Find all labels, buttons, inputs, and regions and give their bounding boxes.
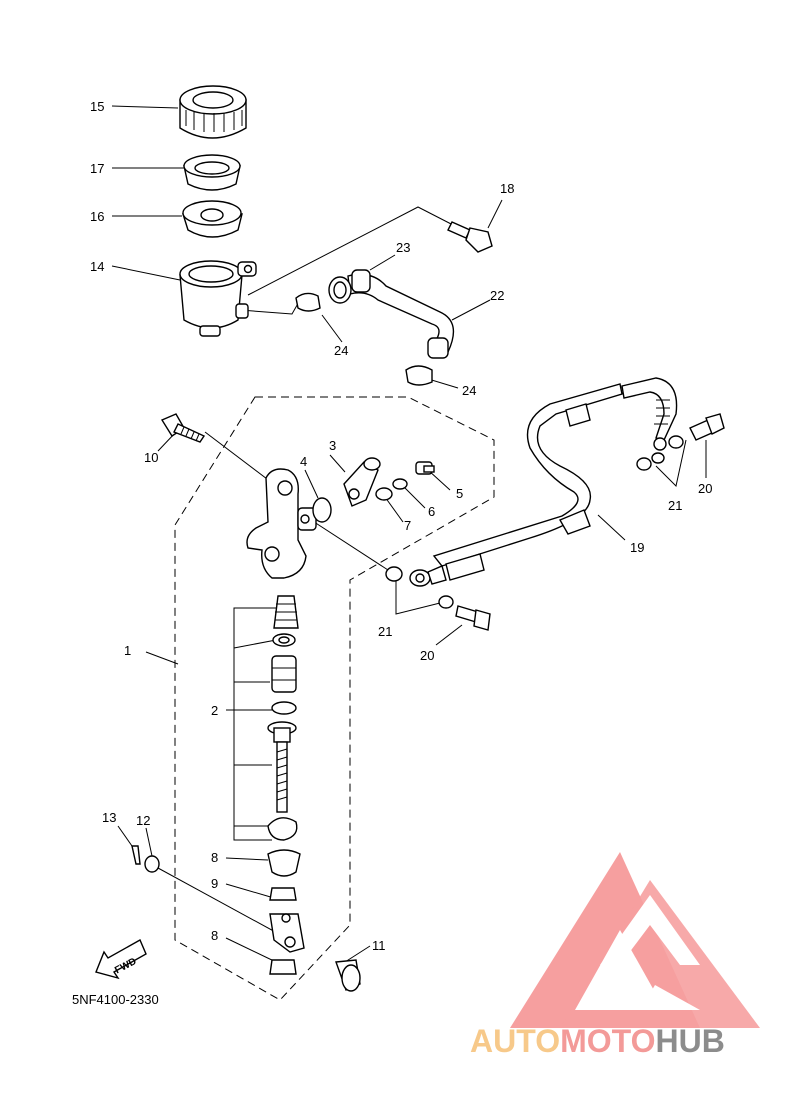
watermark-auto: AUTO: [470, 1023, 560, 1059]
bolt-18: [447, 221, 493, 253]
brake-hose: [409, 377, 678, 587]
callout-15: 15: [90, 99, 104, 114]
callout-13: 13: [102, 810, 116, 825]
piston: [271, 655, 297, 693]
hose-clip-lower: [405, 365, 433, 386]
reservoir-cap: [179, 85, 247, 139]
assembly-outline: [174, 396, 495, 1001]
union-bolt-upper: [689, 413, 725, 441]
washer-21-lower-b: [438, 595, 454, 609]
bolt-10: [160, 413, 206, 443]
watermark-moto: MOTO: [560, 1023, 655, 1059]
washer-21-lower-a: [385, 566, 403, 582]
callout-8a: 8: [211, 850, 218, 865]
callout-22: 22: [490, 288, 504, 303]
callout-8b: 8: [211, 928, 218, 943]
screw-5: [415, 461, 435, 475]
boot: [267, 849, 301, 877]
callout-7: 7: [404, 518, 411, 533]
callout-11: 11: [372, 938, 386, 953]
diaphragm: [182, 200, 243, 238]
nut-9: [269, 887, 297, 901]
cup-seal: [272, 633, 296, 647]
watermark-text: AUTOMOTOHUB: [470, 1023, 725, 1059]
clevis-pin: [335, 959, 361, 992]
callout-24a: 24: [334, 343, 348, 358]
callout-10: 10: [144, 450, 158, 465]
o-ring: [312, 497, 332, 523]
circlip: [267, 817, 298, 841]
callout-16: 16: [90, 209, 104, 224]
callout-14: 14: [90, 259, 104, 274]
callout-19: 19: [630, 540, 644, 555]
callout-3: 3: [329, 438, 336, 453]
cotter-pin: [131, 845, 141, 865]
callout-labels: 15 17 16 14 18 23 22 24 24 10 3 4 5 6 7 …: [72, 99, 712, 1007]
union-bolt-lower: [455, 605, 491, 631]
callout-12: 12: [136, 813, 150, 828]
callout-17: 17: [90, 161, 104, 176]
washer-7: [375, 487, 393, 501]
leader-lines: [111, 105, 707, 963]
clevis: [269, 913, 305, 953]
washer-6: [392, 478, 408, 490]
callout-21b: 21: [378, 624, 392, 639]
diagram-code: 5NF4100-2330: [72, 992, 159, 1007]
reservoir-hose: [328, 269, 455, 359]
reservoir-tank: [179, 260, 257, 337]
callout-23: 23: [396, 240, 410, 255]
washer-21-upper-b: [668, 435, 684, 449]
diaphragm-holder: [183, 154, 241, 191]
watermark-hub: HUB: [655, 1023, 724, 1059]
callout-20b: 20: [420, 648, 434, 663]
washer-21-upper-a: [636, 457, 652, 471]
seal-2: [271, 701, 297, 715]
callout-20a: 20: [698, 481, 712, 496]
callout-24b: 24: [462, 383, 476, 398]
callout-4: 4: [300, 454, 307, 469]
fwd-arrow-icon: FWD: [95, 939, 147, 980]
spring: [273, 595, 299, 629]
push-rod: [267, 721, 297, 813]
hose-clip-upper: [295, 292, 321, 312]
master-cylinder-body: [246, 468, 317, 579]
callout-1: 1: [124, 643, 131, 658]
hose-union: [343, 457, 381, 507]
washer-12: [144, 855, 160, 873]
callout-21a: 21: [668, 498, 682, 513]
callout-9: 9: [211, 876, 218, 891]
callout-2: 2: [211, 703, 218, 718]
watermark-logo-icon: [510, 852, 760, 1028]
callout-18: 18: [500, 181, 514, 196]
nut-8-lower: [269, 959, 297, 975]
callout-5: 5: [456, 486, 463, 501]
washer-21-upper-c: [651, 452, 665, 464]
callout-6: 6: [428, 504, 435, 519]
